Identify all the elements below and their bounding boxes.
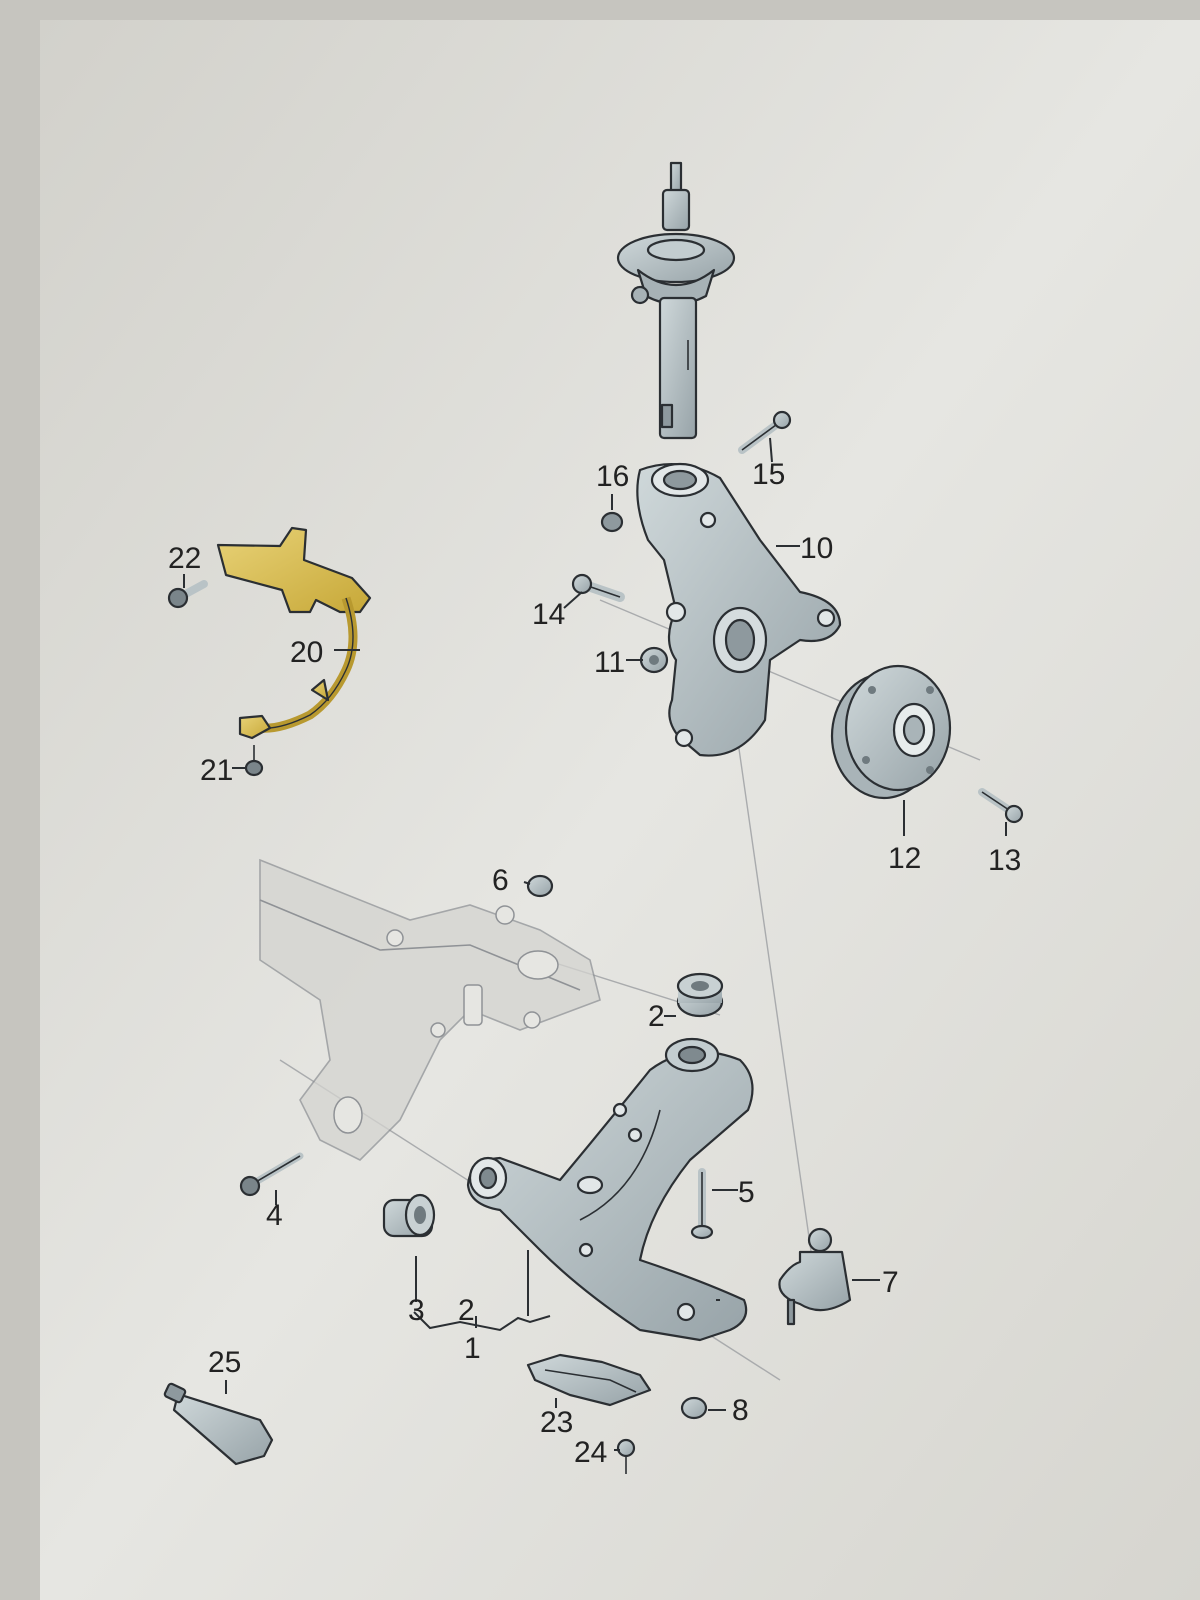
bolt-14: [571, 573, 625, 602]
callout-8: 8: [732, 1394, 749, 1427]
bolt-22: [167, 580, 208, 609]
subframe: [259, 858, 601, 1161]
bolt-13: [978, 788, 1024, 824]
bushing-front: [676, 972, 724, 1018]
grease-tube: [163, 1382, 274, 1466]
callout-22: 22: [168, 542, 201, 575]
callout-16: 16: [596, 460, 629, 493]
callout-11: 11: [594, 646, 625, 679]
nut-11: [639, 646, 669, 674]
bolt-24: [616, 1438, 636, 1474]
callout-6: 6: [492, 864, 509, 897]
bolt-15: [738, 410, 792, 454]
strut-assembly: [616, 161, 736, 440]
bolt-4: [239, 1152, 304, 1197]
callout-14: 14: [532, 598, 565, 631]
sensor-bracket: [216, 526, 372, 740]
nut-8: [680, 1396, 708, 1420]
callout-13: 13: [988, 844, 1021, 877]
callout-5: 5: [738, 1176, 755, 1209]
ball-joint: [778, 1227, 852, 1326]
wheel-hub: [830, 664, 952, 800]
callout-20: 20: [290, 636, 323, 669]
callout-21: 21: [200, 754, 233, 787]
callout-12: 12: [888, 842, 921, 875]
callout-24: 24: [574, 1436, 607, 1469]
control-arm: [466, 1037, 754, 1342]
leader-lines: [183, 437, 1007, 1451]
callout-2: 2: [648, 1000, 665, 1033]
bushing-rear: [382, 1193, 436, 1238]
callout-3: 3: [408, 1294, 425, 1327]
wheel-bearing-housing: [636, 462, 842, 757]
callout-4: 4: [266, 1199, 283, 1232]
callout-7: 7: [882, 1266, 899, 1299]
callout-2-arm: 2: [458, 1294, 475, 1327]
nut-6: [526, 874, 554, 898]
shield-plate: [526, 1353, 652, 1407]
callout-15: 15: [752, 458, 785, 491]
callout-25: 25: [208, 1346, 241, 1379]
callout-10: 10: [800, 532, 833, 565]
callout-23: 23: [540, 1406, 573, 1439]
callout-labels: 1 2 2 3 4 5 6 7 8 10 11 12 13 14 15 16 2…: [168, 458, 1021, 1469]
callout-1: 1: [464, 1332, 481, 1365]
bolt-5: [690, 1168, 714, 1240]
nut-16: [600, 511, 624, 533]
